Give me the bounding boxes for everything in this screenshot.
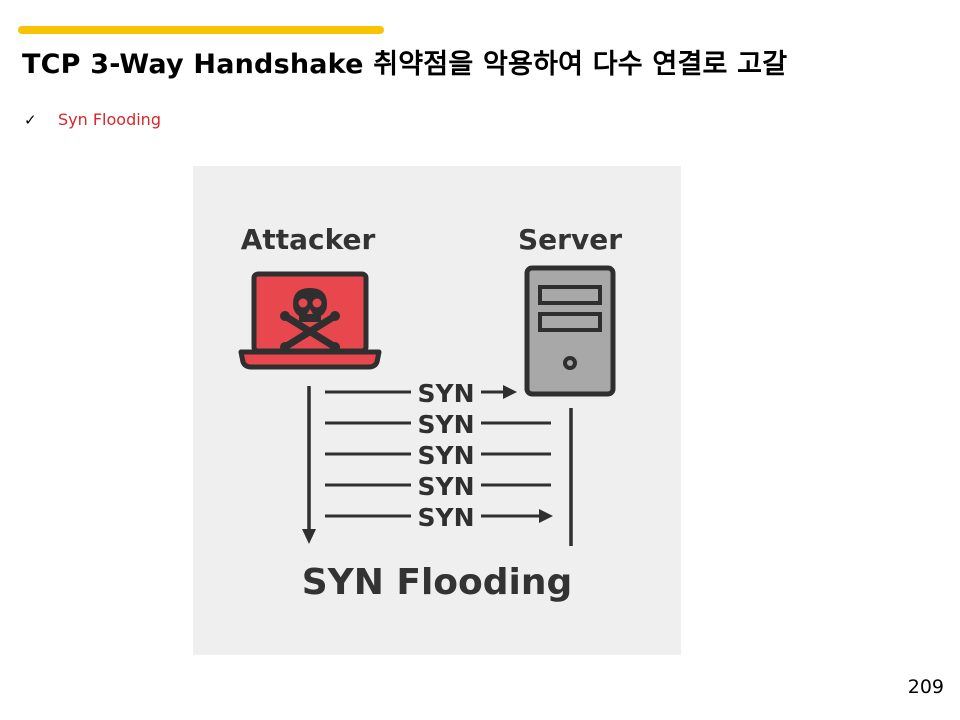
syn-packet-row-5: SYN — [325, 503, 553, 532]
page-number: 209 — [907, 676, 944, 698]
checkmark-icon: ✓ — [24, 110, 37, 129]
title-accent-bar — [18, 26, 384, 34]
diagram-background — [193, 166, 681, 655]
syn-packet-row-2: SYN — [325, 410, 551, 439]
bullet-item: ✓ Syn Flooding — [24, 110, 161, 129]
syn-label: SYN — [417, 503, 474, 532]
syn-label: SYN — [417, 410, 474, 439]
syn-flood-diagram: Attacker Server — [193, 166, 681, 655]
syn-label: SYN — [417, 379, 474, 408]
syn-packet-row-3: SYN — [325, 441, 551, 470]
laptop-skull-icon — [238, 271, 382, 370]
server-label: Server — [518, 223, 622, 256]
slide-title: TCP 3-Way Handshake 취약점을 악용하여 다수 연결로 고갈 — [22, 49, 788, 80]
attacker-timeline-arrowhead — [302, 529, 316, 544]
syn-packet-row-1: SYN — [325, 379, 517, 408]
arrowhead — [539, 509, 553, 523]
syn-packet-row-4: SYN — [325, 472, 551, 501]
arrowhead — [503, 385, 517, 399]
diagram-caption: SYN Flooding — [302, 562, 573, 603]
syn-label: SYN — [417, 441, 474, 470]
diagram-canvas: Attacker Server — [193, 166, 681, 655]
bullet-text: Syn Flooding — [58, 110, 161, 129]
skull-icon — [280, 288, 340, 352]
syn-label: SYN — [417, 472, 474, 501]
server-tower-icon — [524, 265, 616, 397]
attacker-label: Attacker — [241, 223, 376, 256]
